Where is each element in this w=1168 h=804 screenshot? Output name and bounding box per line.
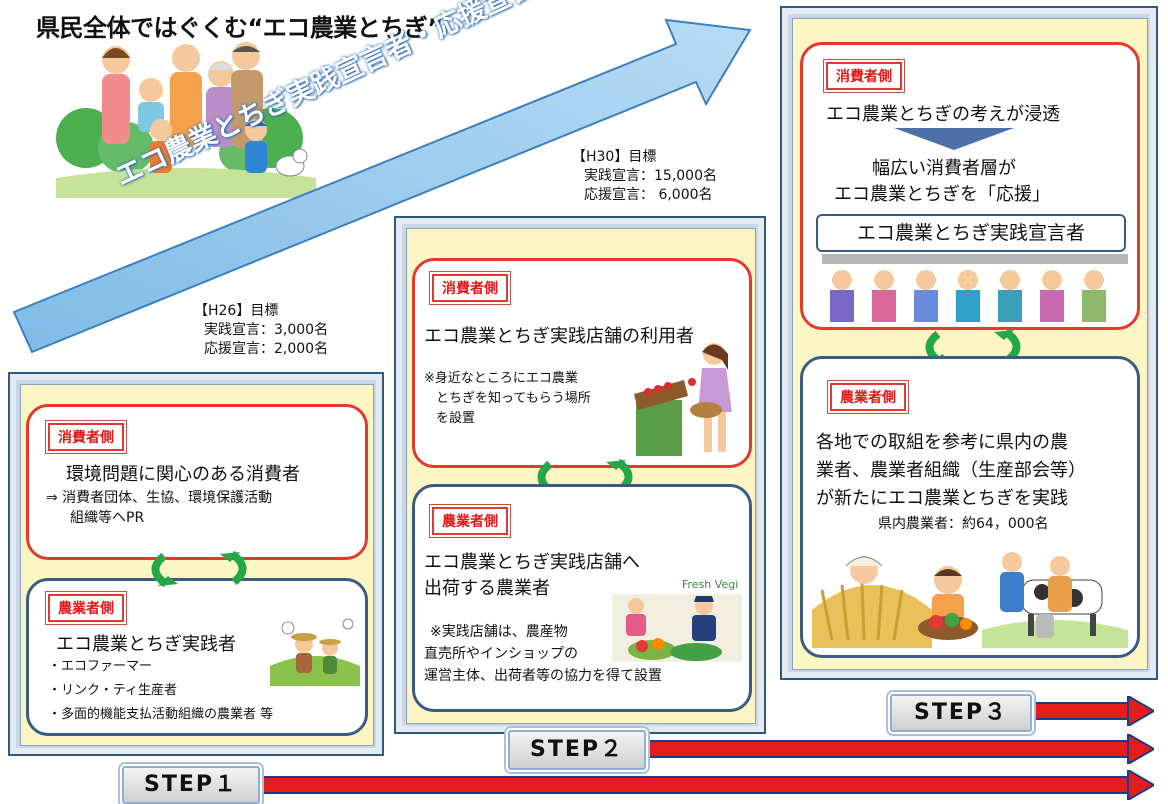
step2-farmer-title2: 出荷する農業者 xyxy=(424,578,550,599)
step3-label: STEP３ xyxy=(890,694,1032,732)
step3-consumer-tag: 消費者側 xyxy=(826,62,902,90)
step3-farmer-line3: が新たにエコ農業とちぎを実践 xyxy=(816,488,1068,509)
step2-consumer-note: を設置 xyxy=(436,411,476,426)
target-h30-support: 応援宣言： 6,000名 xyxy=(584,187,713,203)
step2-consumer-title: エコ農業とちぎ実践店舗の利用者 xyxy=(424,326,694,347)
step2-label: STEP２ xyxy=(508,730,646,770)
target-h30-heading: 【H30】目標 xyxy=(572,149,657,165)
family-illustration xyxy=(56,42,316,198)
step3-consumer-line1: エコ農業とちぎの考えが浸透 xyxy=(826,104,1060,125)
step2-farmer-title1: エコ農業とちぎ実践店舗へ xyxy=(424,552,640,573)
step1-farmer-title: エコ農業とちぎ実践者 xyxy=(56,634,236,655)
step2-consumer-tag: 消費者側 xyxy=(432,274,508,302)
growth-arrow xyxy=(12,18,752,354)
market-sign: Fresh Vegi xyxy=(682,578,738,591)
step2-progress-arrow xyxy=(644,734,1154,764)
step1-progress-arrow xyxy=(258,770,1154,800)
farmers-small-illustration xyxy=(270,618,360,686)
target-h26: 【H26】目標 実践宣言：3,000名 応援宣言：2,000名 xyxy=(194,302,328,359)
step3-banner: エコ農業とちぎ実践宣言者 xyxy=(816,214,1126,252)
target-h30: 【H30】目標 実践宣言：15,000名 応援宣言： 6,000名 xyxy=(572,148,717,205)
shopper-illustration xyxy=(634,343,732,456)
step1-consumer-tag: 消費者側 xyxy=(48,423,124,451)
down-arrow-icon xyxy=(894,128,1014,150)
target-h26-heading: 【H26】目標 xyxy=(194,303,279,319)
market-illustration: Fresh Vegi xyxy=(612,572,742,662)
step1-farmer-item: ・多面的機能支払活動組織の農業者 等 xyxy=(48,707,274,722)
step2-consumer-note: とちぎを知ってもらう場所 xyxy=(436,391,591,406)
page-title: 県民全体ではぐくむ“エコ農業とちぎ” xyxy=(36,14,443,42)
step3-farmer-line1: 各地での取組を参考に県内の農 xyxy=(816,432,1068,453)
step3-consumer-line3: エコ農業とちぎを「応援」 xyxy=(834,184,1050,205)
step3-consumer-line2: 幅広い消費者層が xyxy=(872,158,1016,179)
step3-progress-arrow xyxy=(1030,696,1154,726)
step1-label: STEP１ xyxy=(122,766,260,804)
step3-farmer-tag: 農業者側 xyxy=(830,383,906,411)
supporters-illustration xyxy=(822,254,1128,322)
step3-farmer-count: 県内農業者：約64，000名 xyxy=(878,516,1049,532)
target-h30-practice: 実践宣言：15,000名 xyxy=(584,168,717,184)
target-h26-support: 応援宣言：2,000名 xyxy=(204,341,329,357)
step1-farmer-tag: 農業者側 xyxy=(48,594,124,622)
target-h26-practice: 実践宣言：3,000名 xyxy=(204,322,329,338)
step1-consumer-line2: 組織等へPR xyxy=(70,510,145,526)
step2-farmer-note: ※実践店舗は、農産物 xyxy=(430,624,568,640)
step1-farmer-item: ・リンク・ティ生産者 xyxy=(48,683,177,698)
step1-consumer-title: 環境問題に関心のある消費者 xyxy=(66,464,300,485)
step2-farmer-note: 直売所やインショップの xyxy=(424,646,578,662)
farmers-illustration xyxy=(812,552,1128,648)
step2-farmer-note: 運営主体、出荷者等の協力を得て設置 xyxy=(424,668,662,684)
step3-farmer-line2: 業者、農業者組織（生産部会等） xyxy=(816,460,1086,481)
step1-farmer-item: ・エコファーマー xyxy=(48,659,153,674)
cycle-arrows-icon xyxy=(151,550,247,588)
step1-consumer-line1: ⇒ 消費者団体、生協、環境保護活動 xyxy=(46,490,273,506)
step2-consumer-note: ※身近なところにエコ農業 xyxy=(424,371,578,386)
step2-farmer-tag: 農業者側 xyxy=(432,507,508,535)
